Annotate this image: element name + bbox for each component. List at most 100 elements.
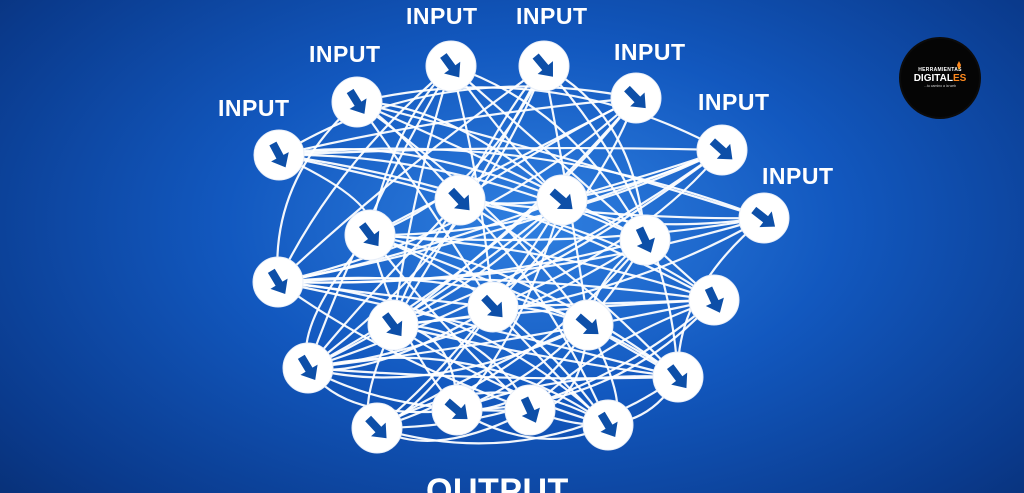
network-node bbox=[610, 72, 662, 124]
arrow-down-right-icon bbox=[444, 398, 468, 420]
connection-line bbox=[306, 96, 638, 370]
network-node bbox=[425, 40, 477, 92]
network-node bbox=[282, 342, 334, 394]
connection-line bbox=[355, 86, 724, 152]
connection-line bbox=[276, 277, 716, 302]
arrow-down-right-icon bbox=[269, 141, 289, 168]
arrow-down-right-icon bbox=[297, 354, 318, 381]
connection-line bbox=[306, 298, 716, 370]
network-node bbox=[431, 384, 483, 436]
input-label-3: INPUT bbox=[406, 3, 478, 29]
rocket-icon bbox=[957, 61, 961, 70]
connection-line bbox=[368, 233, 680, 379]
input-label-6: INPUT bbox=[698, 89, 770, 115]
input-label-7: INPUT bbox=[762, 163, 834, 189]
connection-line bbox=[306, 323, 590, 379]
connection-line bbox=[355, 100, 590, 327]
connection-line bbox=[375, 298, 716, 430]
arrow-down-right-icon bbox=[597, 411, 618, 438]
network-node bbox=[619, 214, 671, 266]
connection-line bbox=[375, 391, 610, 430]
input-label-4: INPUT bbox=[516, 3, 588, 29]
arrow-down-right-icon bbox=[709, 138, 733, 160]
connection-line bbox=[276, 64, 453, 284]
logo-tagline: ...tu camino a la web bbox=[923, 84, 957, 88]
logo-line1: HERRAMIENTAS bbox=[918, 67, 962, 73]
logo-accent-text: ES bbox=[952, 73, 967, 84]
brand-logo: HERRAMIENTAS DIGITALES ...tu camino a la… bbox=[901, 39, 979, 117]
arrow-down-right-icon bbox=[481, 294, 503, 318]
network-node bbox=[344, 209, 396, 261]
network-node bbox=[252, 256, 304, 308]
connection-line bbox=[276, 280, 532, 412]
arrow-down-right-icon bbox=[381, 312, 403, 337]
connection-line bbox=[455, 298, 716, 412]
connection-line bbox=[368, 233, 716, 302]
network-node bbox=[331, 76, 383, 128]
connection-line bbox=[375, 238, 647, 430]
arrow-down-right-icon bbox=[520, 396, 540, 423]
connection-line bbox=[276, 64, 546, 284]
logo-main-text: DIGITAL bbox=[913, 73, 953, 84]
connection-line bbox=[449, 64, 647, 242]
arrow-down-right-icon bbox=[666, 364, 688, 389]
network-node bbox=[518, 40, 570, 92]
connection-line bbox=[391, 148, 724, 327]
arrow-down-right-icon bbox=[575, 313, 599, 335]
input-label-5: INPUT bbox=[614, 39, 686, 65]
arrow-down-right-icon bbox=[365, 415, 387, 439]
connection-line bbox=[391, 323, 610, 427]
connection-line bbox=[368, 64, 546, 237]
network-node bbox=[467, 281, 519, 333]
arrow-down-right-icon bbox=[549, 188, 573, 210]
connection-line bbox=[276, 198, 564, 284]
connection-line bbox=[455, 238, 647, 412]
connection-line bbox=[306, 366, 680, 380]
label-layer: INPUT INPUT INPUT INPUT INPUT INPUT INPU… bbox=[218, 3, 834, 493]
node-layer bbox=[252, 40, 790, 454]
connection-line bbox=[276, 238, 647, 284]
network-node bbox=[652, 351, 704, 403]
arrow-down-right-icon bbox=[704, 286, 724, 313]
arrow-down-right-icon bbox=[448, 187, 470, 211]
arrow-down-right-icon bbox=[635, 226, 655, 253]
connection-line bbox=[306, 148, 724, 370]
connection-line bbox=[355, 100, 766, 220]
logo-line2: DIGITALES bbox=[914, 73, 967, 84]
input-label-2: INPUT bbox=[309, 41, 381, 67]
arrow-down-right-icon bbox=[751, 206, 776, 228]
network-node bbox=[738, 192, 790, 244]
connection-line bbox=[458, 198, 766, 220]
network-node bbox=[351, 402, 403, 454]
connection-line bbox=[455, 375, 680, 412]
network-node bbox=[367, 299, 419, 351]
network-node bbox=[434, 174, 486, 226]
connection-line bbox=[449, 64, 716, 302]
arrow-down-right-icon bbox=[267, 268, 288, 295]
connection-line bbox=[277, 96, 638, 157]
network-node bbox=[582, 399, 634, 451]
connection-line bbox=[277, 85, 638, 157]
network-node bbox=[562, 299, 614, 351]
arrow-down-right-icon bbox=[440, 53, 461, 78]
network-node bbox=[536, 174, 588, 226]
connection-line bbox=[277, 146, 724, 157]
output-label: OUTPUT bbox=[426, 472, 569, 493]
connection-line bbox=[277, 148, 564, 202]
arrow-down-right-icon bbox=[532, 53, 553, 77]
network-node bbox=[253, 129, 305, 181]
connection-line bbox=[306, 356, 610, 427]
network-node bbox=[688, 274, 740, 326]
arrow-down-right-icon bbox=[624, 85, 646, 109]
connection-line bbox=[458, 198, 716, 302]
connection-line bbox=[277, 153, 647, 242]
network-node bbox=[696, 124, 748, 176]
connection-line bbox=[277, 153, 716, 302]
arrow-down-right-icon bbox=[358, 222, 380, 247]
input-label-1: INPUT bbox=[218, 95, 290, 121]
network-node bbox=[504, 384, 556, 436]
arrow-down-right-icon bbox=[346, 88, 367, 114]
connection-line bbox=[391, 323, 680, 379]
